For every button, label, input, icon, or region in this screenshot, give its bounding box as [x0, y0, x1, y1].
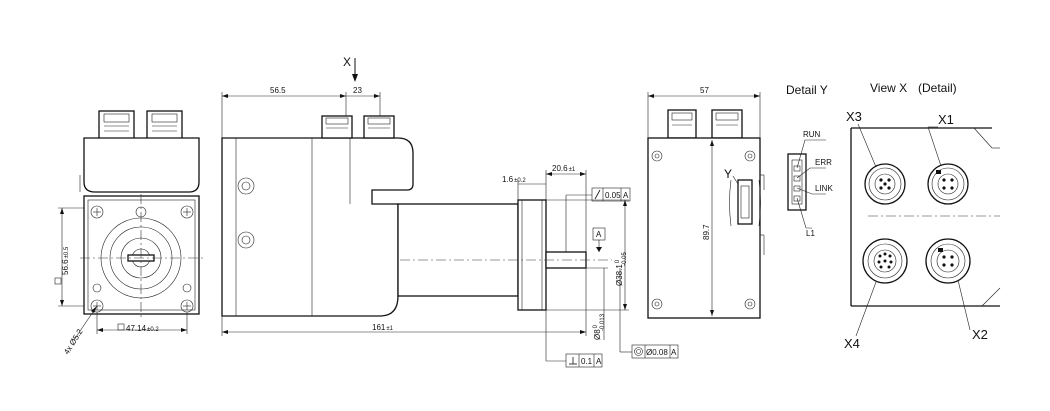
rear-housing [647, 137, 761, 319]
svg-text:A: A [596, 357, 602, 366]
led-err: ERR [815, 158, 832, 167]
detail-y-marker: Y [724, 167, 732, 181]
side-flange [517, 199, 547, 311]
connector-x1 [927, 163, 969, 205]
front-top-connector-right [146, 110, 183, 140]
view-x-subtitle: (Detail) [918, 81, 957, 95]
mounting-holes [90, 205, 194, 313]
side-main-housing [221, 137, 414, 317]
label-x2: X2 [972, 327, 988, 342]
connector-x2 [925, 238, 971, 284]
datum-a-box: A [592, 227, 606, 252]
rear-connector-right [711, 109, 743, 139]
view-x-detail: View X (Detail) [844, 81, 1001, 351]
dim-1-6: 1.6±0.2 [502, 175, 526, 184]
side-connector-right [363, 115, 395, 139]
dim-56-6: 56.6±0.5 [61, 246, 70, 275]
label-x4: X4 [844, 336, 860, 351]
concentricity-tolerance-frame: Ø0.08 A [619, 268, 679, 359]
rear-led-window [737, 179, 753, 225]
perpendicularity-tolerance-frame: 0.1 A [545, 310, 603, 368]
detail-y: Detail Y RUN ERR LINK L1 [786, 83, 833, 238]
view-x-arrow-label: X [343, 55, 351, 69]
front-view: 56.6±0.5 47.14±0.2 4x Ø5.2 [54, 110, 204, 356]
view-x-title: View X [870, 81, 907, 95]
dim-38-1: Ø38.10-0.05 [615, 252, 628, 286]
dim-57: 57 [700, 86, 709, 95]
svg-text:0.1: 0.1 [581, 357, 593, 366]
dim-89-7: 89.7 [702, 224, 711, 240]
svg-text:Ø0.08: Ø0.08 [646, 348, 668, 357]
dim-4x-hole: 4x Ø5.2 [62, 327, 85, 356]
led-run: RUN [803, 130, 821, 139]
runout-tolerance-frame: 0.05 A [565, 187, 631, 252]
detail-y-panel [787, 153, 807, 211]
dim-20-6: 20.6±1 [552, 164, 576, 173]
side-connector-left [321, 115, 353, 139]
svg-text:A: A [596, 230, 602, 239]
label-x3: X3 [846, 109, 862, 124]
side-view: X [221, 55, 679, 368]
svg-text:A: A [671, 348, 677, 357]
label-x1: X1 [938, 112, 954, 127]
side-gearbox [397, 203, 519, 297]
led-l1: L1 [806, 229, 815, 238]
front-top-connector-left [98, 110, 135, 140]
detail-y-title: Detail Y [786, 83, 828, 97]
svg-text:A: A [623, 191, 629, 200]
dim-8: Ø80-0.013 [593, 313, 606, 340]
connector-x4 [862, 238, 908, 284]
rear-view: Y 57 89.7 [647, 86, 765, 319]
dim-56-5: 56.5 [270, 86, 286, 95]
front-housing-top [83, 137, 200, 193]
dim-47-14: 47.14±0.2 [126, 324, 159, 333]
led-link: LINK [815, 184, 833, 193]
connector-x3 [864, 163, 906, 205]
svg-text:0.05: 0.05 [605, 191, 621, 200]
rear-connector-left [667, 109, 697, 139]
dim-161: 161±1 [372, 323, 394, 332]
dim-23: 23 [353, 86, 362, 95]
